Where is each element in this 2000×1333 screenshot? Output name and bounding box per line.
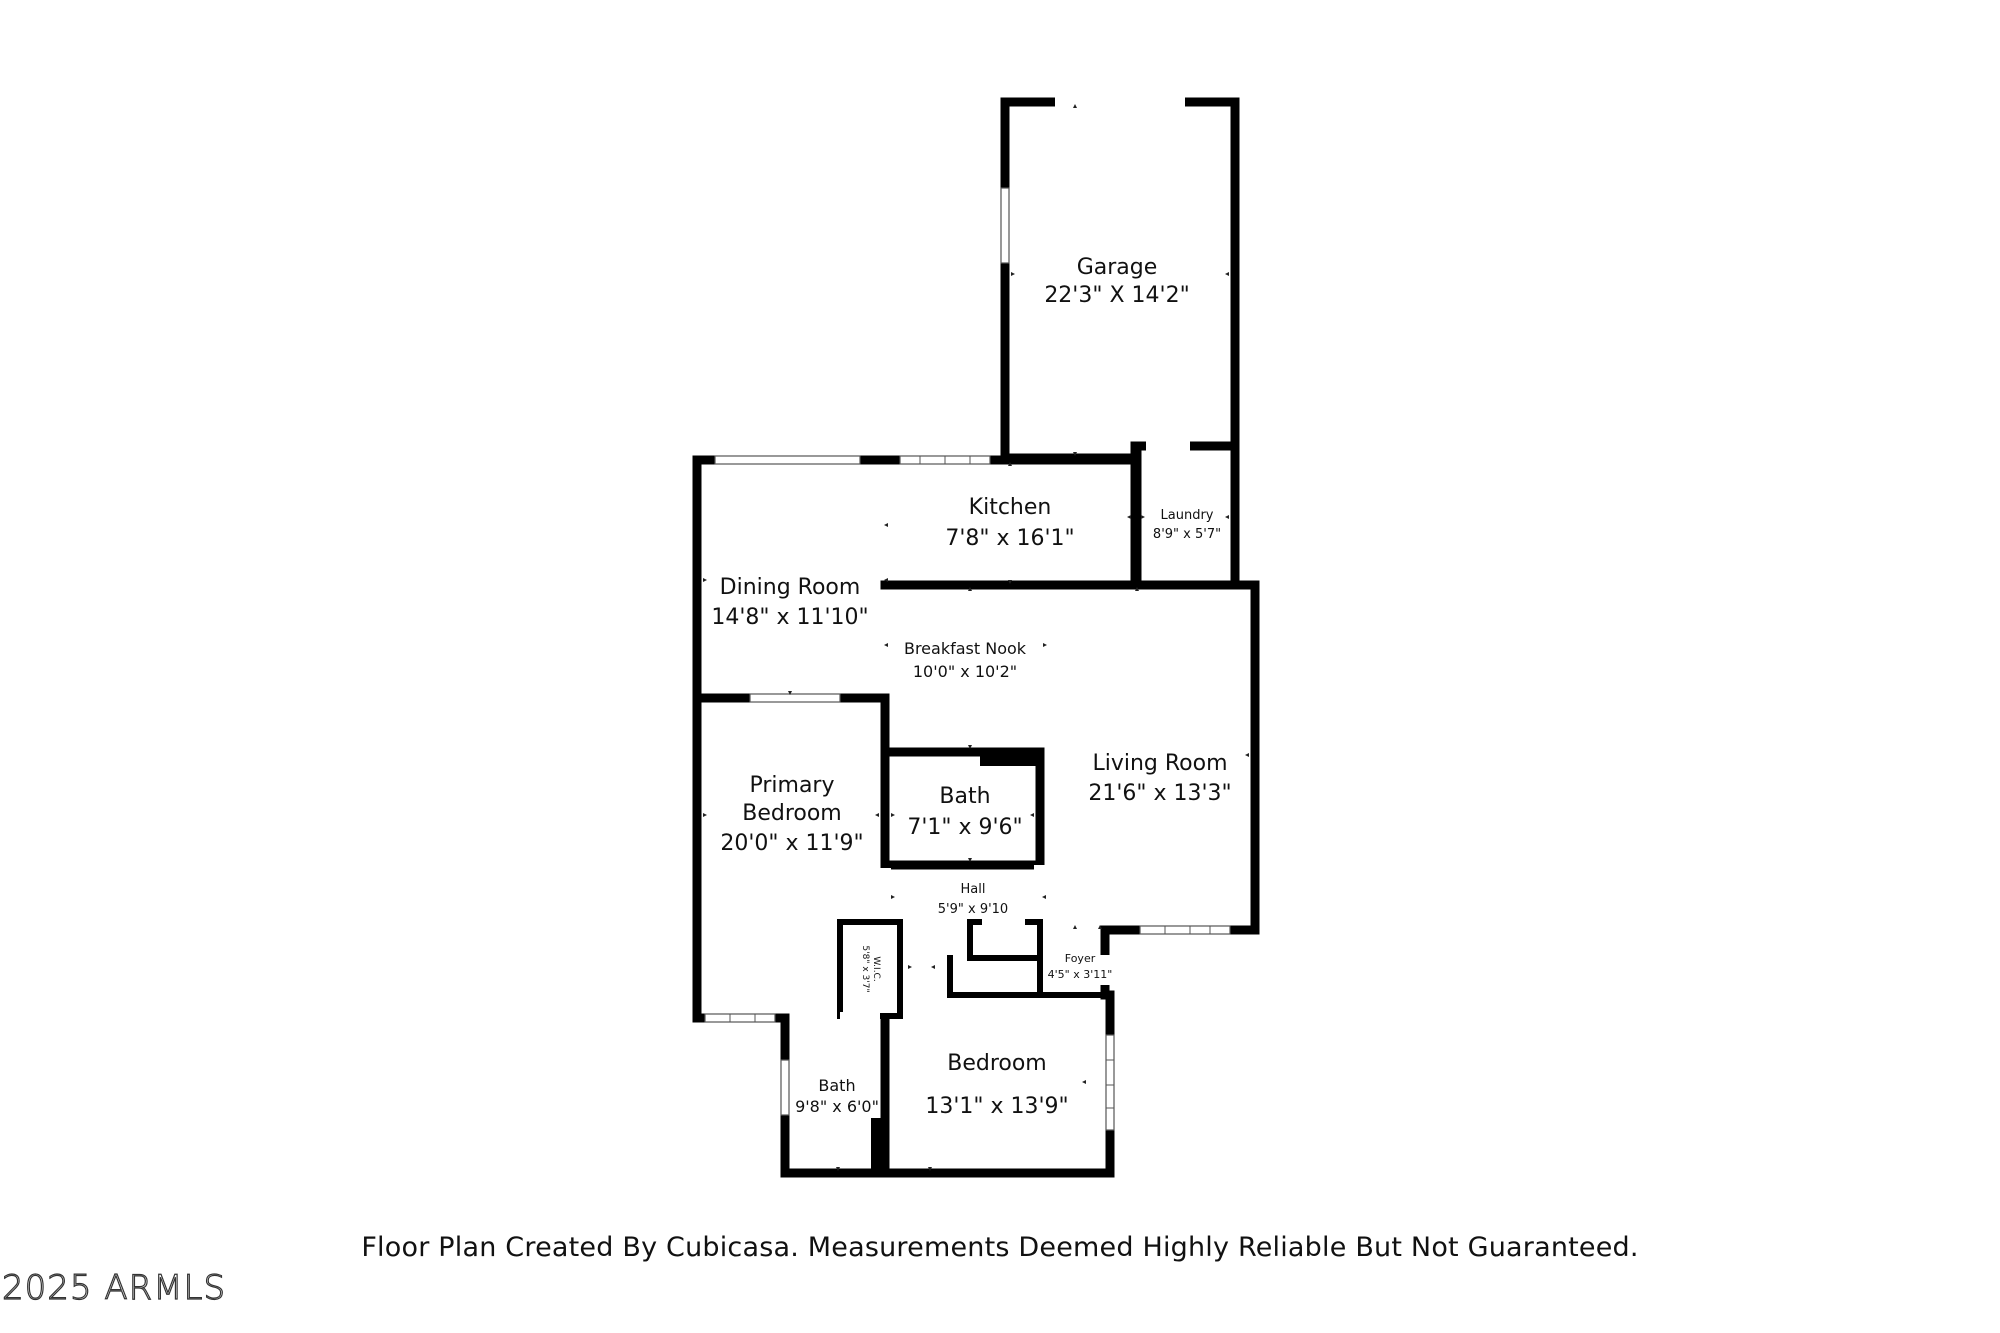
garage-dims: 22'3" X 14'2" xyxy=(1044,283,1189,308)
room-labels: Garage 22'3" X 14'2" Kitchen 7'8" x 16'1… xyxy=(711,255,1231,1119)
floor-plan-disclaimer: Floor Plan Created By Cubicasa. Measurem… xyxy=(361,1232,1639,1263)
bath-small-fixture xyxy=(871,1118,885,1173)
foyer-name: Foyer xyxy=(1065,952,1096,965)
kitchen-name: Kitchen xyxy=(969,495,1052,520)
bath-center-dims: 7'1" x 9'6" xyxy=(907,815,1022,840)
walls xyxy=(692,97,1260,1178)
primary-bedroom-window xyxy=(749,693,841,703)
primary-bath-window xyxy=(704,1013,776,1023)
armls-watermark: 2025 ARMLS xyxy=(1,1267,227,1308)
measurement-ticks xyxy=(703,104,1249,1171)
bath-center-walls xyxy=(880,747,1045,870)
dining-name: Dining Room xyxy=(720,575,861,600)
living-window xyxy=(1139,925,1231,935)
bath-center-fixture xyxy=(980,748,1040,766)
breakfast-dims: 10'0" x 10'2" xyxy=(913,662,1017,681)
garage-window xyxy=(1000,187,1010,264)
primary-bedroom-dims: 20'0" x 11'9" xyxy=(720,831,863,856)
wic-name: W.I.C. xyxy=(871,956,881,981)
laundry-name: Laundry xyxy=(1161,508,1214,523)
bath-center-name: Bath xyxy=(939,784,990,809)
hall-name: Hall xyxy=(961,882,986,897)
bath-small-dims: 9'8" x 6'0" xyxy=(795,1097,879,1116)
living-dims: 21'6" x 13'3" xyxy=(1088,781,1231,806)
bedroom-name: Bedroom xyxy=(947,1051,1047,1076)
wic-walls xyxy=(837,919,903,1019)
wic-dims: 5'8" x 3'7" xyxy=(860,945,870,992)
primary-bedroom-name-2: Bedroom xyxy=(742,801,842,826)
hall-dims: 5'9" x 9'10 xyxy=(938,902,1008,917)
small-bath-window xyxy=(780,1059,790,1116)
windows xyxy=(704,187,1231,1131)
bedroom-dims: 13'1" x 13'9" xyxy=(925,1094,1068,1119)
openings xyxy=(840,96,1190,1024)
kitchen-dims: 7'8" x 16'1" xyxy=(945,526,1074,551)
dining-window xyxy=(714,455,861,465)
foyer-dims: 4'5" x 3'11" xyxy=(1048,968,1113,981)
living-name: Living Room xyxy=(1092,751,1227,776)
primary-bedroom-name-1: Primary xyxy=(749,773,834,798)
laundry-dims: 8'9" x 5'7" xyxy=(1153,527,1221,542)
bedroom-window xyxy=(1105,1034,1115,1131)
breakfast-name: Breakfast Nook xyxy=(904,639,1027,658)
garage-name: Garage xyxy=(1077,255,1158,280)
bath-small-name: Bath xyxy=(818,1076,855,1095)
wic-label: W.I.C. 5'8" x 3'7" xyxy=(860,945,881,992)
dining-dims: 14'8" x 11'10" xyxy=(711,605,868,630)
